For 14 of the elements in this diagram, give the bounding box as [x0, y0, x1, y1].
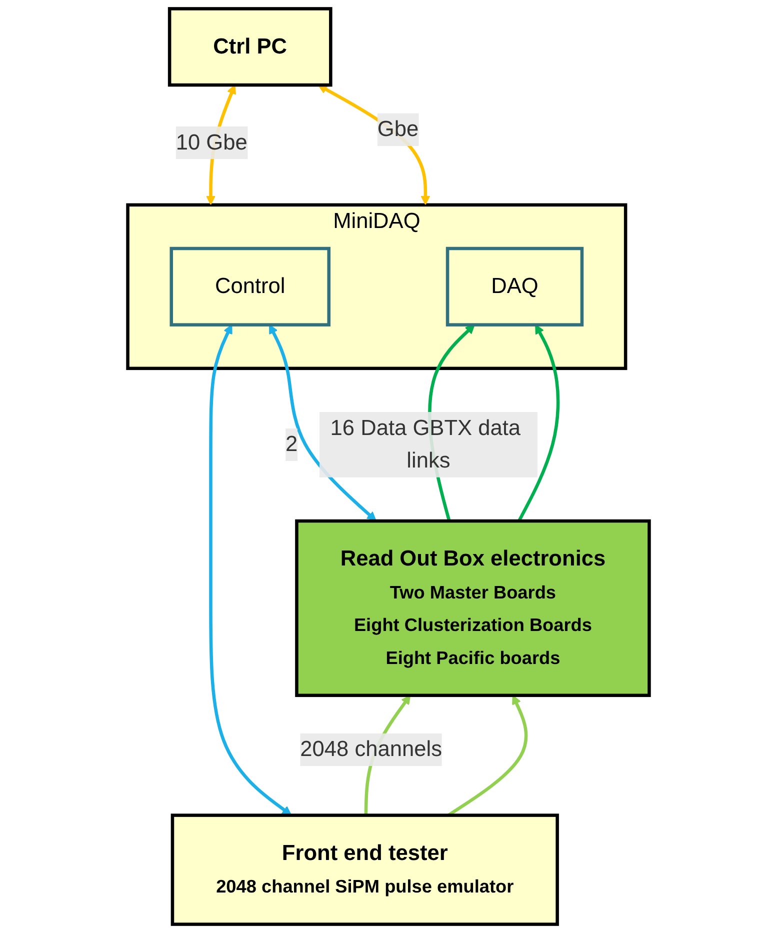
arrow	[269, 324, 376, 522]
edge-label: 2048 channels	[300, 738, 442, 762]
arrow	[318, 84, 430, 205]
arrow	[518, 324, 560, 522]
node-box: Ctrl PC	[168, 7, 332, 87]
arrow	[209, 324, 292, 816]
node-box: Read Out Box electronics Two Master Boards Eight Clusterization Boards Eight Pacific boards	[295, 519, 651, 698]
edge-label: 10 Gbe	[176, 130, 248, 155]
edge-label: 2	[286, 432, 298, 457]
node-box: Front end tester 2048 channel SiPM pulse emulator	[170, 814, 559, 926]
edge-label: 16 Data GBTX data links	[330, 416, 521, 474]
edge-label: Gbe	[377, 118, 419, 142]
node-box: DAQ	[446, 246, 584, 326]
node-box: Control	[170, 246, 330, 326]
